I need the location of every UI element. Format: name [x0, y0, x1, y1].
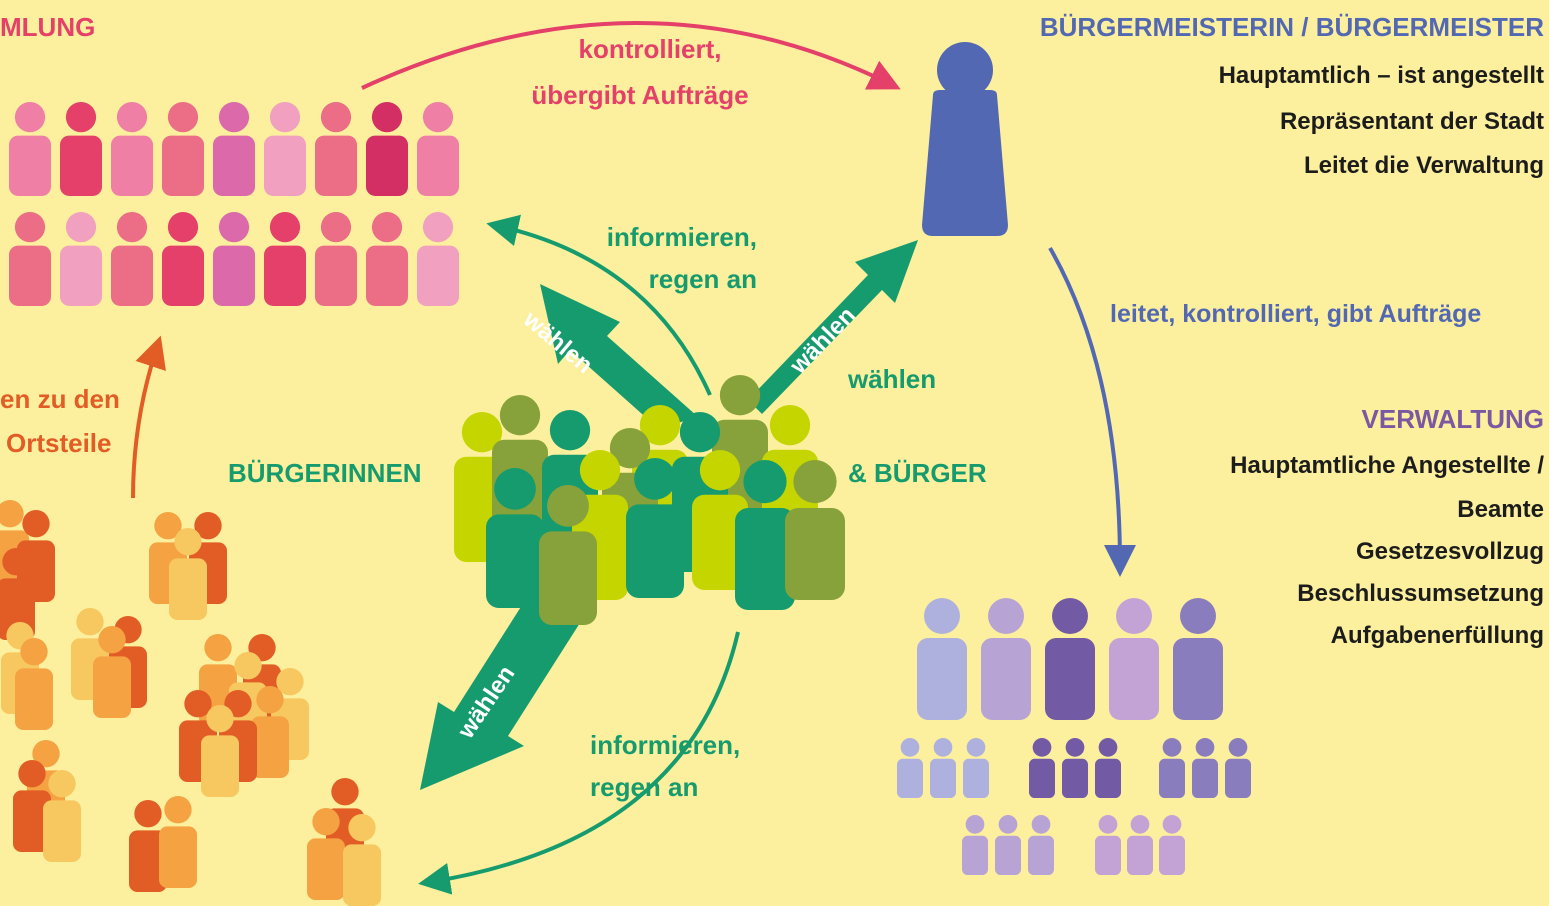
- council-person-icon: [366, 102, 408, 196]
- admin-small-person-icon: [963, 738, 989, 798]
- district-person-icon: [93, 626, 131, 718]
- citizen-person-icon: [785, 460, 845, 600]
- label-waehlen-plain: wählen: [848, 364, 937, 394]
- admin-line-1: Hauptamtliche Angestellte /: [1230, 452, 1544, 479]
- admin-small-person-icon: [1029, 738, 1055, 798]
- admin-small-person-icon: [1225, 738, 1251, 798]
- citizen-person-icon: [539, 485, 597, 625]
- district-person-icon: [159, 796, 197, 888]
- admin-small-person-icon: [930, 738, 956, 798]
- admin-small-person-icon: [1095, 738, 1121, 798]
- council-person-icon: [60, 102, 102, 196]
- mayor-line-3: Leitet die Verwaltung: [1303, 152, 1544, 179]
- council-person-icon: [315, 212, 357, 306]
- admin-person-icon: [981, 598, 1031, 720]
- district-person-icon: [307, 808, 345, 900]
- council-person-icon: [315, 102, 357, 196]
- council-person-icon: [264, 212, 306, 306]
- citizen-person-icon: [735, 460, 795, 610]
- council-person-icon: [417, 212, 459, 306]
- admin-small-person-icon: [1192, 738, 1218, 798]
- council-person-icon: [162, 102, 204, 196]
- administration-people-group: [897, 598, 1251, 875]
- admin-person-icon: [1045, 598, 1095, 720]
- admin-person-icon: [1109, 598, 1159, 720]
- admin-title: VERWALTUNG: [1361, 404, 1544, 434]
- mayor-title: BÜRGERMEISTERIN / BÜRGERMEISTER: [1039, 12, 1544, 42]
- council-person-icon: [264, 102, 306, 196]
- admin-person-icon: [917, 598, 967, 720]
- admin-small-person-icon: [1159, 815, 1185, 875]
- council-person-icon: [213, 102, 255, 196]
- label-inform-bottom-2: regen an: [590, 772, 699, 802]
- admin-small-person-icon: [1095, 815, 1121, 875]
- thick-arrow-to-mayor: [748, 240, 918, 414]
- mayor-line-1: Hauptamtlich – ist angestellt: [1218, 62, 1544, 89]
- citizens-label-left: BÜRGERINNEN: [228, 458, 422, 488]
- council-person-icon: [9, 212, 51, 306]
- district-person-icon: [169, 528, 207, 620]
- council-person-icon: [60, 212, 102, 306]
- council-person-icon: [111, 102, 153, 196]
- admin-small-person-icon: [897, 738, 923, 798]
- council-people-group: [9, 102, 459, 306]
- district-person-icon: [43, 770, 81, 862]
- council-person-icon: [417, 102, 459, 196]
- council-title: MLUNG: [0, 12, 96, 42]
- mayor-line-2: Repräsentant der Stadt: [1279, 108, 1544, 135]
- districts-label-1: en zu den: [0, 384, 120, 414]
- admin-small-person-icon: [995, 815, 1021, 875]
- admin-small-person-icon: [1028, 815, 1054, 875]
- admin-line-4: Beschlussumsetzung: [1297, 580, 1544, 607]
- mayor-figure-icon: [922, 42, 1008, 236]
- arrow-council-to-mayor: [361, 21, 901, 90]
- arrow-districts-to-council: [131, 335, 166, 499]
- council-person-icon: [162, 212, 204, 306]
- admin-line-2: Beamte: [1457, 496, 1544, 523]
- district-person-icon: [15, 638, 53, 730]
- admin-small-person-icon: [962, 815, 988, 875]
- district-person-icon: [343, 814, 381, 906]
- citizen-person-icon: [692, 450, 748, 590]
- citizens-people-group: [454, 375, 845, 625]
- district-person-icon: [129, 800, 167, 892]
- label-mayor-to-admin: leitet, kontrolliert, gibt Aufträge: [1110, 300, 1482, 328]
- district-person-icon: [251, 686, 289, 778]
- council-person-icon: [9, 102, 51, 196]
- admin-line-3: Gesetzesvollzug: [1355, 538, 1544, 565]
- council-person-icon: [111, 212, 153, 306]
- arrow-citizens-inform-council: [486, 214, 712, 396]
- citizen-person-icon: [486, 468, 544, 608]
- label-council-to-mayor-2: übergibt Aufträge: [531, 80, 749, 110]
- district-person-icon: [13, 760, 51, 852]
- admin-line-5: Aufgabenerfüllung: [1330, 622, 1544, 649]
- district-people-group: [0, 500, 381, 906]
- council-person-icon: [366, 212, 408, 306]
- citizens-label-right: & BÜRGER: [848, 458, 987, 488]
- label-council-to-mayor-1: kontrolliert,: [578, 34, 722, 64]
- label-inform-top-2: regen an: [648, 264, 757, 294]
- council-person-icon: [213, 212, 255, 306]
- admin-person-icon: [1173, 598, 1223, 720]
- admin-small-person-icon: [1062, 738, 1088, 798]
- districts-label-2: Ortsteile: [6, 428, 112, 458]
- admin-small-person-icon: [1127, 815, 1153, 875]
- district-person-icon: [201, 705, 239, 797]
- arrow-mayor-to-admin: [1048, 247, 1136, 577]
- label-inform-top-1: informieren,: [606, 222, 757, 252]
- label-inform-bottom-1: informieren,: [590, 730, 741, 760]
- citizen-person-icon: [626, 458, 684, 598]
- thick-arrow-to-council: [540, 284, 697, 430]
- admin-small-person-icon: [1159, 738, 1185, 798]
- arrow-citizens-inform-districts: [418, 631, 740, 895]
